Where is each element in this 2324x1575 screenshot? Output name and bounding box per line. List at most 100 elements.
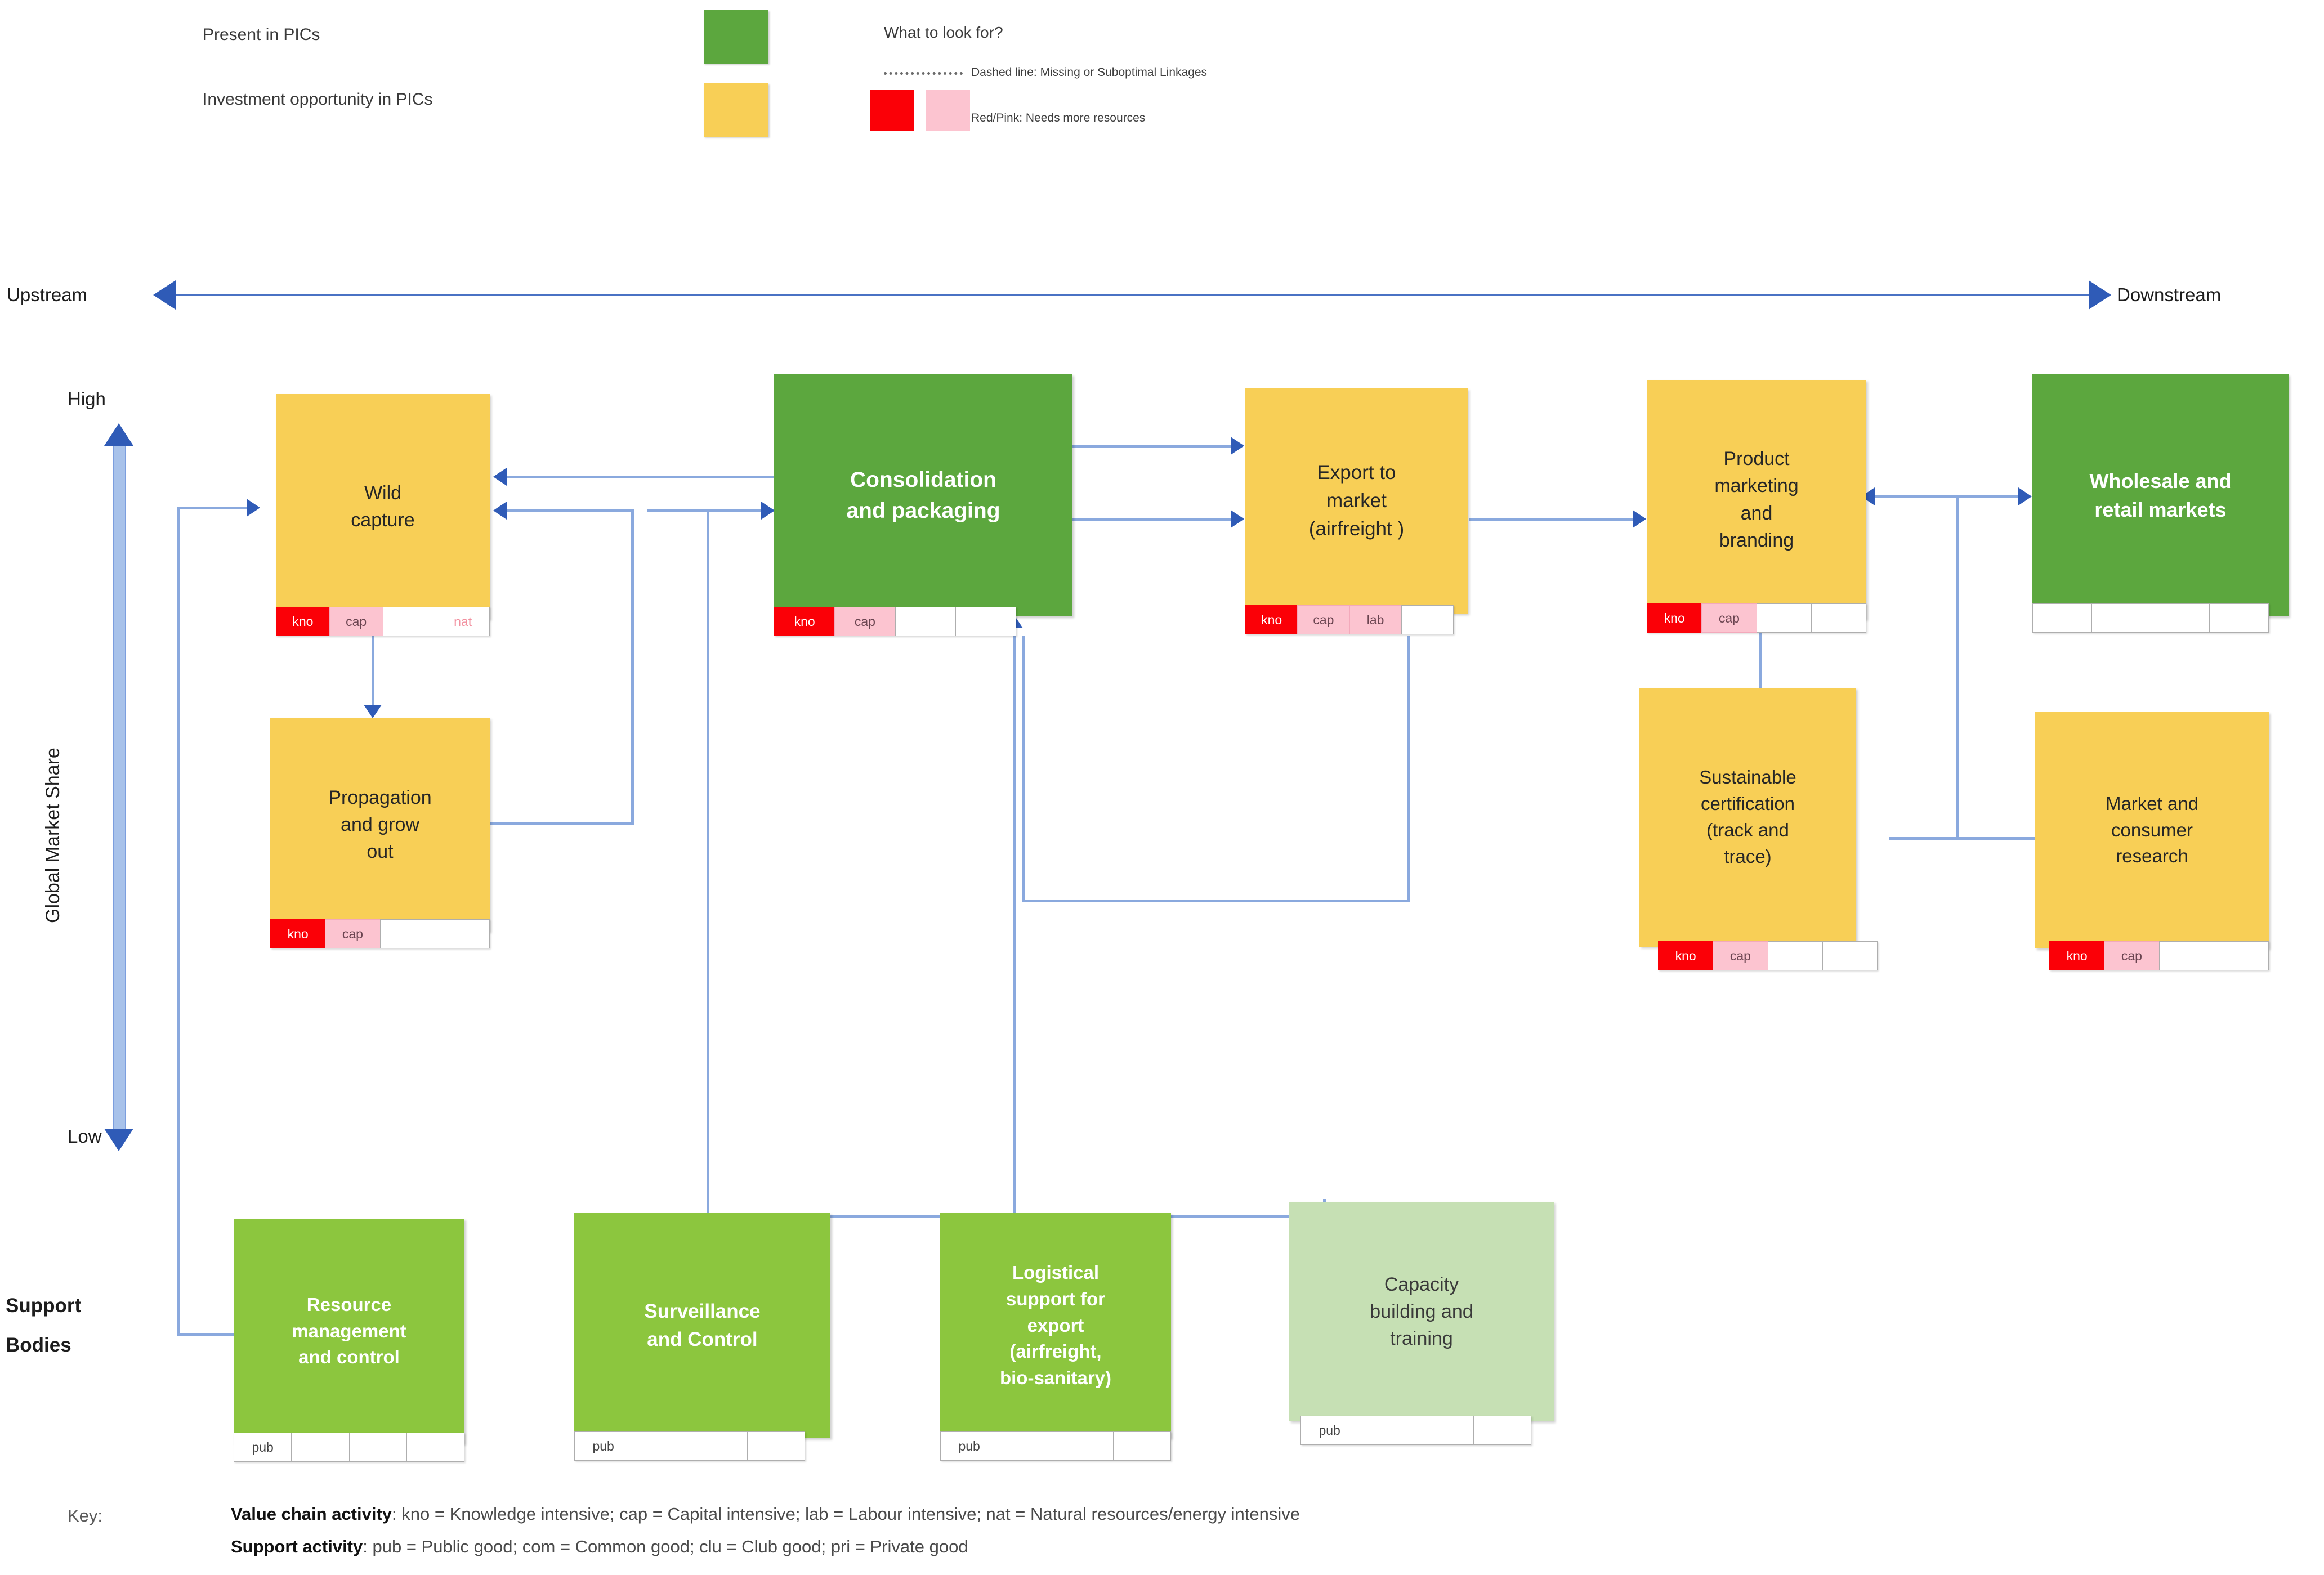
connector-export-to-marketing-arrowhead: [1633, 510, 1646, 528]
connector-consolidation-to-export-low: [1070, 518, 1233, 521]
connector-to-consolidation-arrowhead: [761, 502, 775, 520]
node-wholesale[interactable]: Wholesale and retail markets: [2032, 374, 2289, 616]
tag-cell: pub: [574, 1431, 633, 1461]
node-logistical-support-line4: (airfreight,: [1009, 1341, 1102, 1362]
key-value-chain-title: Value chain activity: [231, 1504, 392, 1524]
tag-cell: cap: [1297, 605, 1350, 634]
node-market-research-line1: Market and: [2105, 793, 2199, 814]
connector-surveillance-vertical: [707, 509, 709, 1309]
tags-capacity-building: pub: [1300, 1416, 1531, 1445]
tag-cell: [632, 1431, 690, 1461]
node-product-marketing[interactable]: Product marketing and branding: [1647, 380, 1866, 619]
node-wild-capture[interactable]: Wild capture: [276, 394, 490, 619]
node-wholesale-line1: Wholesale and: [2089, 469, 2232, 493]
tag-cell: [2213, 941, 2269, 970]
connector-logistical-to-consolidation-v: [1013, 636, 1016, 1216]
node-capacity-building-line1: Capacity: [1384, 1273, 1459, 1295]
tag-cell: [406, 1433, 464, 1462]
node-sustainable-certification-line1: Sustainable: [1699, 767, 1796, 788]
node-logistical-support-line5: bio-sanitary): [999, 1367, 1112, 1389]
node-resource-management-line3: and control: [298, 1346, 400, 1368]
market-share-axis-label: Global Market Share: [42, 748, 64, 923]
key-value-chain-line: Value chain activity: kno = Knowledge in…: [231, 1504, 1300, 1524]
support-bodies-label-line1: Support: [6, 1295, 82, 1317]
connector-to-wholesale-arrowhead: [2018, 487, 2032, 505]
key-word: Key:: [68, 1506, 103, 1525]
connector-propagation-to-wildcapture-arrowhead: [493, 502, 507, 520]
connector-consolidation-to-export-top-arrowhead: [1231, 437, 1244, 455]
tag-cell: [291, 1433, 350, 1462]
tag-cell: [1415, 1416, 1474, 1445]
node-market-research-line2: consumer: [2111, 819, 2193, 840]
connector-lowrail-horizontal: [1022, 900, 1410, 902]
market-share-axis-line: [113, 445, 126, 1131]
market-share-down-arrowhead: [104, 1129, 133, 1151]
tags-surveillance: pub: [574, 1431, 805, 1461]
node-product-marketing-line1: Product: [1723, 448, 1790, 469]
node-propagation[interactable]: Propagation and grow out: [270, 718, 490, 932]
market-share-up-arrowhead: [104, 423, 133, 446]
connector-resource-to-wildcapture-top: [177, 507, 248, 509]
node-capacity-building-line3: training: [1390, 1328, 1453, 1350]
node-capacity-building[interactable]: Capacity building and training: [1289, 1202, 1554, 1421]
tags-wild-capture: kno cap nat: [276, 607, 490, 636]
tag-cell: [1112, 1431, 1171, 1461]
tags-consolidation: kno cap: [774, 607, 1016, 636]
connector-propagation-to-wildcapture-v: [631, 509, 634, 825]
legend-what-to-look-for: What to look for?: [884, 24, 1003, 41]
legend-pink-swatch: [926, 90, 970, 131]
tag-cell: kno: [1658, 941, 1714, 970]
upstream-downstream-axis-line: [169, 294, 2089, 296]
tags-resource-management: pub: [234, 1433, 464, 1462]
connector-resource-to-wildcapture-bottom: [177, 1333, 242, 1336]
node-export-line3: (airfreight ): [1308, 517, 1405, 540]
tag-cell: [379, 919, 435, 948]
node-export[interactable]: Export to market (airfreight ): [1245, 388, 1468, 614]
axis-downstream-label: Downstream: [2117, 284, 2222, 305]
node-propagation-line3: out: [367, 841, 394, 863]
connector-consolidation-to-wildcapture-arrowhead: [493, 468, 507, 486]
legend-redpink-note: Red/Pink: Needs more resources: [971, 111, 1146, 124]
node-sustainable-certification-line2: certification: [1701, 793, 1795, 815]
connector-propagation-to-wildcapture-top: [507, 509, 633, 512]
connector-research-rail-vertical: [1956, 495, 1959, 839]
node-market-research[interactable]: Market and consumer research: [2035, 712, 2269, 948]
tag-cell: pub: [234, 1433, 292, 1462]
tag-cell: [2091, 603, 2151, 633]
connector-into-wildcapture-left-arrowhead: [247, 499, 260, 517]
key-support-line: Support activity: pub = Public good; com…: [231, 1537, 968, 1557]
node-logistical-support[interactable]: Logistical support for export (airfreigh…: [940, 1213, 1171, 1438]
axis-low-label: Low: [68, 1126, 102, 1147]
node-consolidation[interactable]: Consolidation and packaging: [774, 374, 1072, 616]
tag-cell: [2150, 603, 2210, 633]
tag-cell: kno: [270, 919, 326, 948]
node-wholesale-line2: retail markets: [2094, 498, 2227, 521]
tag-cell: pub: [940, 1431, 999, 1461]
tag-cell: [1767, 941, 1823, 970]
node-logistical-support-line1: Logistical: [1012, 1261, 1099, 1283]
connector-cert-to-marketing: [1759, 630, 1762, 692]
node-logistical-support-line2: support for: [1006, 1288, 1105, 1309]
key-value-chain-body: : kno = Knowledge intensive; cap = Capit…: [392, 1504, 1300, 1524]
tag-cell: [998, 1431, 1056, 1461]
axis-high-label: High: [68, 388, 106, 409]
upstream-arrowhead: [153, 280, 176, 310]
node-surveillance[interactable]: Surveillance and Control: [574, 1213, 830, 1438]
node-product-marketing-line2: marketing: [1714, 475, 1799, 497]
tag-cell: kno: [276, 607, 330, 636]
connector-lowrail-vertical-left: [1022, 636, 1025, 901]
tag-cell: [382, 607, 437, 636]
tags-export: kno cap lab: [1245, 605, 1454, 634]
node-sustainable-certification-line3: (track and: [1706, 820, 1789, 840]
node-resource-management[interactable]: Resource management and control: [234, 1219, 464, 1444]
downstream-arrowhead: [2089, 280, 2111, 310]
tag-cell: [2158, 941, 2214, 970]
tag-cell: [895, 607, 956, 636]
tag-cell: pub: [1300, 1416, 1359, 1445]
connector-propagation-to-wildcapture-h: [488, 822, 634, 825]
node-sustainable-certification[interactable]: Sustainable certification (track and tra…: [1639, 688, 1856, 947]
legend-dashed-line-sample: [884, 72, 963, 75]
tag-cell: [1401, 605, 1454, 634]
tag-cell: cap: [325, 919, 381, 948]
